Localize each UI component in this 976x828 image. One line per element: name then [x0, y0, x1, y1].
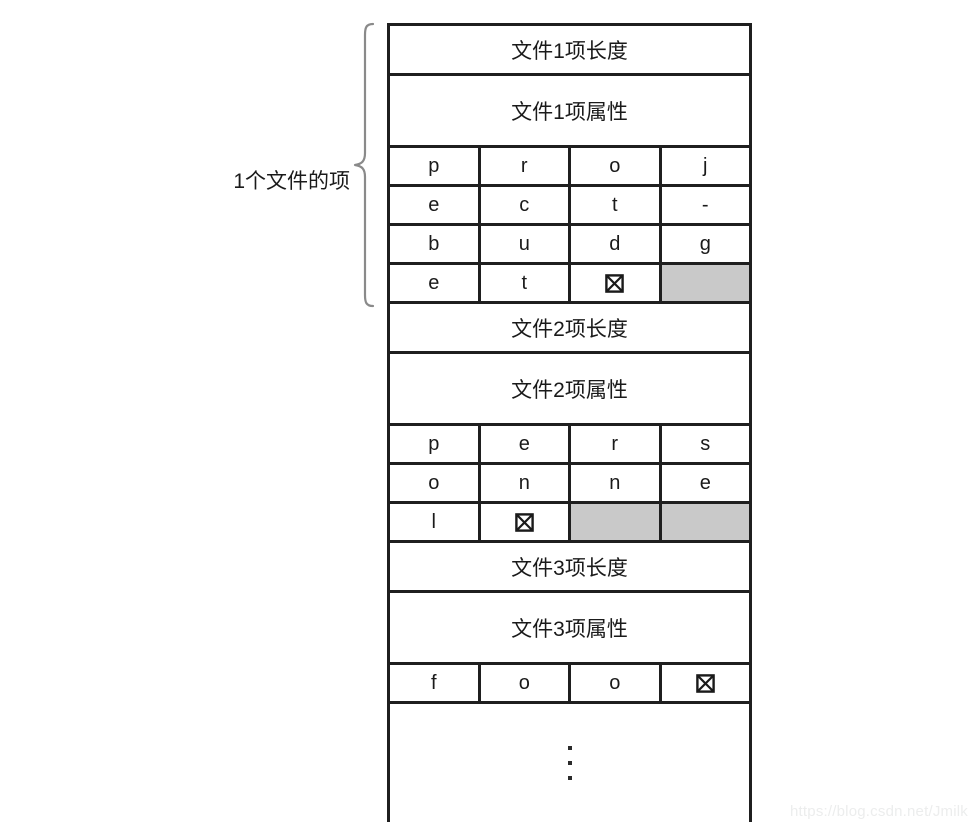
entry-name-char-cell: r [480, 148, 571, 184]
watermark: https://blog.csdn.net/Jmilk [790, 803, 968, 820]
entry-attribute-row: 文件1项属性 [390, 76, 749, 148]
entry-attribute-row: 文件3项属性 [390, 593, 749, 665]
entry-name-char-cell: p [390, 426, 481, 462]
entry-name-char-cell: b [390, 226, 481, 262]
entry-name-padding-cell [661, 504, 749, 540]
entry-attribute-row: 文件2项属性 [390, 354, 749, 426]
entry-name-char-cell: t [480, 265, 571, 301]
null-terminator-icon [480, 504, 571, 540]
entry-name-char-cell: r [571, 426, 662, 462]
entry-continuation-region [390, 704, 749, 822]
entry-length-row: 文件3项长度 [390, 543, 749, 593]
entry-name-char-cell: e [661, 465, 749, 501]
entry-name-char-cell: f [390, 665, 481, 701]
entry-name-char-row: l [390, 504, 749, 543]
annotation-label: 1个文件的项 [233, 170, 350, 193]
null-terminator-icon [661, 665, 749, 701]
entry-name-padding-cell [661, 265, 749, 301]
entry-name-char-cell: e [390, 187, 481, 223]
entry-name-char-cell: e [390, 265, 481, 301]
null-terminator-icon [571, 265, 662, 301]
entry-length-row: 文件2项长度 [390, 304, 749, 354]
entry-length-row: 文件1项长度 [390, 26, 749, 76]
entry-name-char-cell: o [480, 665, 571, 701]
entry-name-char-cell: p [390, 148, 481, 184]
entry-name-char-cell: o [571, 148, 662, 184]
entry-name-char-cell: g [661, 226, 749, 262]
entry-name-char-cell: e [480, 426, 571, 462]
entry-name-char-cell: u [480, 226, 571, 262]
entry-name-char-cell: j [661, 148, 749, 184]
entry-name-char-cell: c [480, 187, 571, 223]
entry-name-char-cell: n [571, 465, 662, 501]
file-entry-annotation: 1个文件的项 [0, 0, 380, 828]
entry-name-padding-cell [571, 504, 662, 540]
entry-name-char-cell: o [390, 465, 481, 501]
entry-name-char-cell: s [661, 426, 749, 462]
vertical-ellipsis-icon [567, 746, 572, 780]
entry-name-char-cell: t [571, 187, 662, 223]
entry-name-char-cell: n [480, 465, 571, 501]
entry-name-char-cell: - [661, 187, 749, 223]
entry-name-char-cell: d [571, 226, 662, 262]
left-curly-brace-icon [352, 22, 378, 308]
entry-name-char-cell: o [571, 665, 662, 701]
entry-name-char-cell: l [390, 504, 481, 540]
